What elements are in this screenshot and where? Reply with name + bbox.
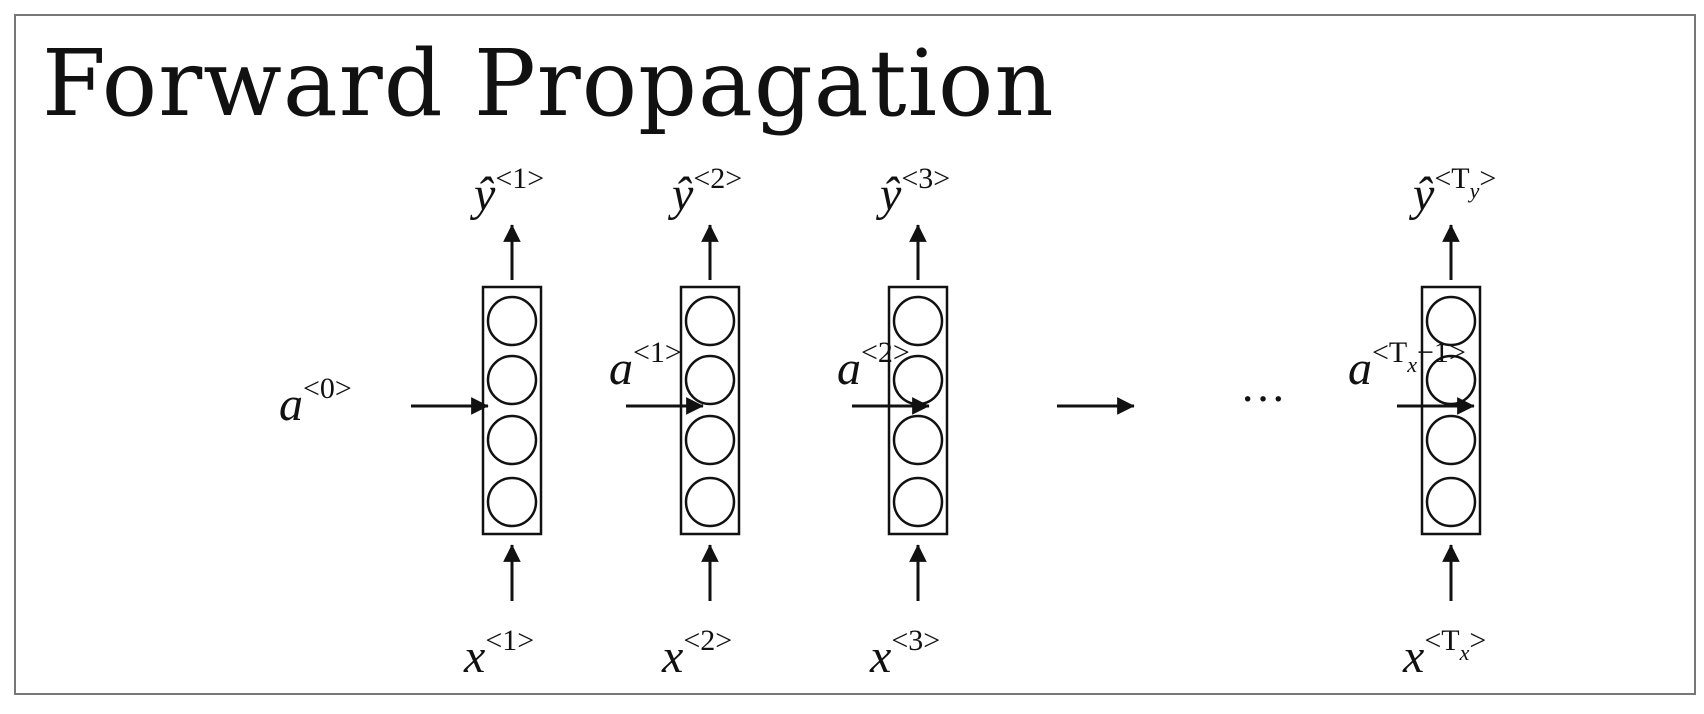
rnn-cell-box [679,285,741,536]
rnn-cell-3 [887,285,949,536]
activation-label-a-3: a<Tx−1> [1348,336,1466,395]
activation-label-a-0: a<0> [279,372,352,431]
hidden-unit-circle [892,476,944,528]
hidden-unit-circle [1425,295,1477,347]
hidden-unit-circle [684,295,736,347]
hidden-unit-circle [684,354,736,406]
output-label-y-hat-4: ŷ<Ty> [1408,162,1496,221]
hidden-unit-circle [892,295,944,347]
input-label-x-4: x<Tx> [1402,624,1486,683]
input-label-x-3: x<3> [869,624,940,683]
input-label-x-2: x<2> [661,624,732,683]
hidden-unit-circle [486,476,538,528]
activation-label-a-2: a<2> [837,336,910,395]
rnn-cell-4 [1420,285,1482,536]
slide-frame [14,14,1696,695]
rnn-cell-1 [481,285,543,536]
slide-title: Forward Propagation [42,30,1055,137]
rnn-cell-box [887,285,949,536]
hidden-unit-circle [486,354,538,406]
output-label-y-hat-1: ŷ<1> [469,162,544,221]
hidden-unit-circle [486,414,538,466]
hidden-unit-circle [892,414,944,466]
hidden-unit-circle [684,414,736,466]
rnn-cell-box [1420,285,1482,536]
output-label-y-hat-3: ŷ<3> [875,162,950,221]
activation-label-a-1: a<1> [609,336,682,395]
hidden-unit-circle [684,476,736,528]
input-label-x-1: x<1> [463,624,534,683]
output-label-y-hat-2: ŷ<2> [667,162,742,221]
hidden-unit-circle [1425,354,1477,406]
ellipsis: ··· [1240,373,1286,424]
hidden-unit-circle [1425,476,1477,528]
rnn-cell-box [481,285,543,536]
hidden-unit-circle [486,295,538,347]
hidden-unit-circle [1425,414,1477,466]
rnn-cell-2 [679,285,741,536]
